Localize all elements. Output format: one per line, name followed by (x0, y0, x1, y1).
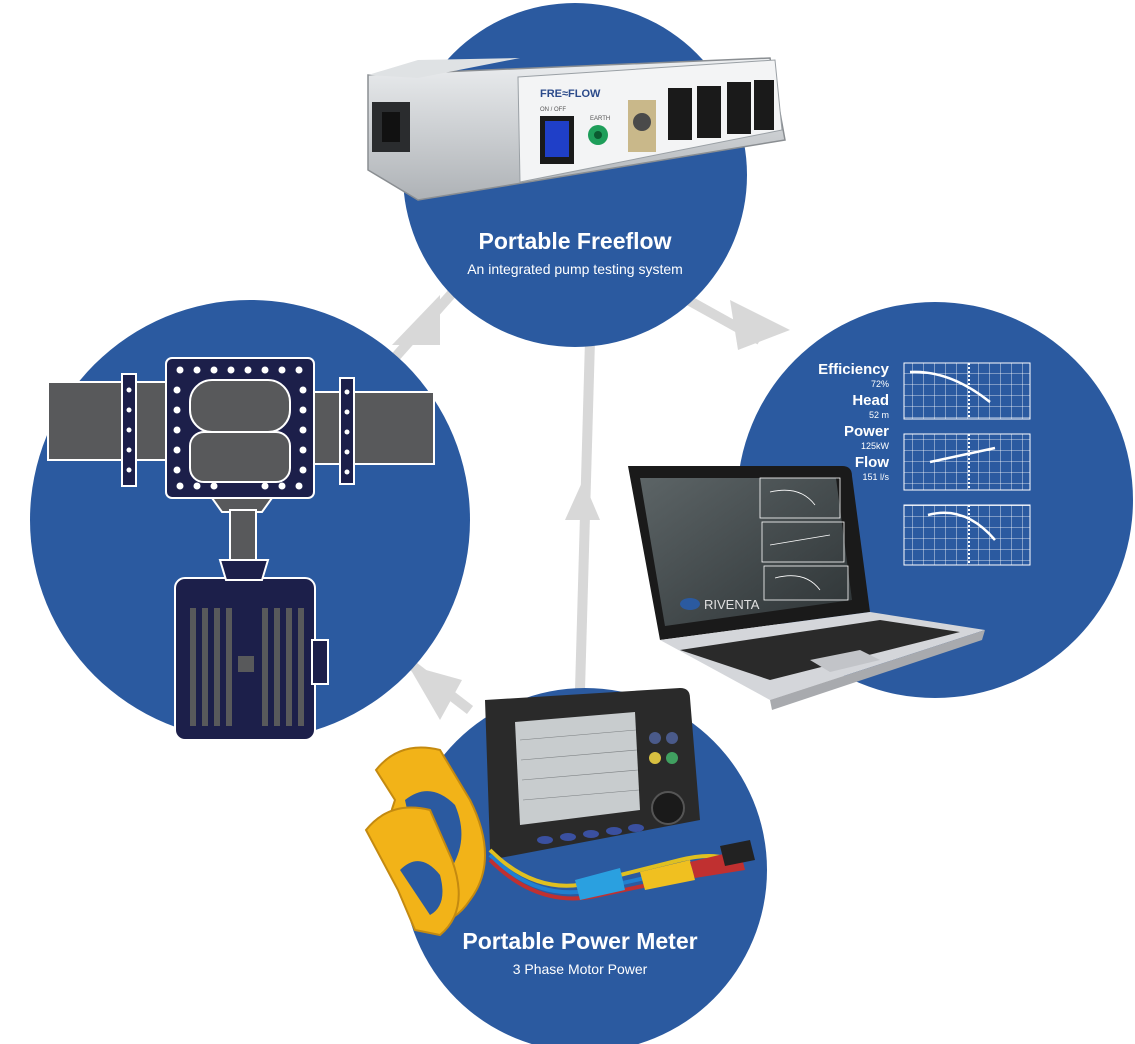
freeflow-unit-icon: FRE≈FLOW ON / OFF EARTH (367, 57, 786, 201)
laptop-brand-text: RIVENTA (704, 597, 760, 612)
metrics-labels: Efficiency 72% Head 52 m Power 125kW Flo… (818, 361, 890, 482)
freeflow-subtitle: An integrated pump testing system (467, 261, 683, 277)
arrow-meter-to-freeflow (565, 339, 600, 691)
graph-power (903, 433, 1031, 491)
graph-flow (903, 504, 1031, 566)
earth-label: EARTH (590, 116, 610, 122)
metric-name-efficiency: Efficiency (818, 361, 890, 378)
power-meter-title: Portable Power Meter (462, 928, 697, 954)
freeflow-brand-text: FRE≈FLOW (540, 88, 601, 100)
metric-value-head: 52 m (869, 410, 889, 420)
metric-name-head: Head (852, 392, 889, 409)
arrow-pump-to-meter (401, 656, 474, 720)
laptop-icon: RIVENTA (628, 466, 985, 710)
freeflow-title: Portable Freeflow (479, 228, 672, 254)
pump-motor-icon (47, 357, 435, 741)
metric-value-power: 125kW (861, 441, 890, 451)
power-meter-icon (364, 688, 755, 937)
power-meter-subtitle: 3 Phase Motor Power (513, 961, 648, 977)
switch-label: ON / OFF (540, 107, 566, 113)
metric-name-flow: Flow (855, 454, 889, 471)
metric-value-flow: 151 l/s (862, 472, 889, 482)
metric-name-power: Power (844, 423, 889, 440)
metric-value-efficiency: 72% (871, 379, 889, 389)
performance-graphs (903, 362, 1031, 566)
